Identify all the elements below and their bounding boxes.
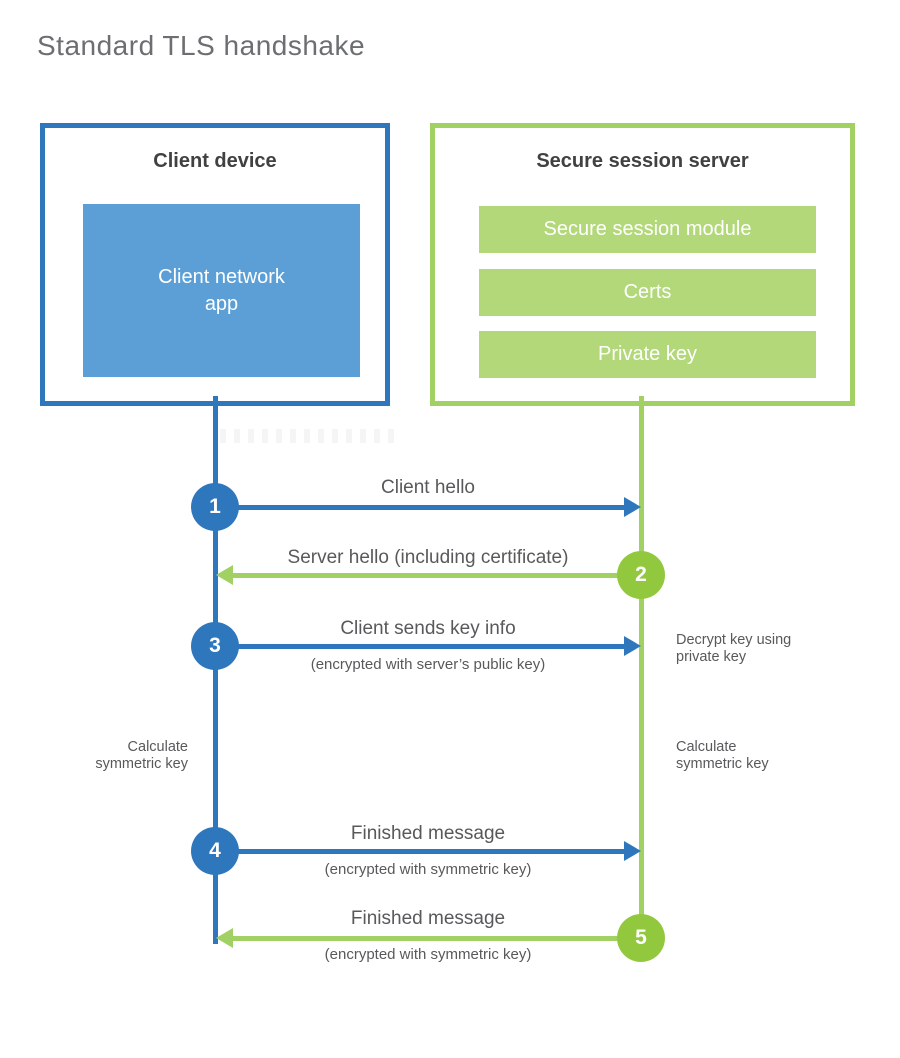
arrow-client-key-info bbox=[238, 644, 626, 649]
arrow-finished-client bbox=[238, 849, 626, 854]
label-finished-server: Finished message bbox=[350, 908, 506, 929]
step-circle-2: 2 bbox=[617, 551, 665, 599]
page-title: Standard TLS handshake bbox=[37, 30, 366, 61]
sublabel-finished-client: (encrypted with symmetric key) bbox=[324, 861, 532, 878]
arrow-server-hello bbox=[233, 573, 619, 578]
secure-session-server-box: Secure session server Secure session mod… bbox=[430, 123, 855, 406]
note-decrypt-key: Decrypt key using private key bbox=[676, 632, 792, 665]
secure-session-server-title: Secure session server bbox=[536, 150, 749, 172]
arrow-client-hello bbox=[238, 505, 626, 510]
note-calculate-symmetric-key-server: Calculate symmetric key bbox=[676, 739, 769, 772]
label-server-hello: Server hello (including certificate) bbox=[287, 547, 569, 568]
label-client-hello: Client hello bbox=[381, 477, 475, 498]
client-device-title: Client device bbox=[153, 150, 277, 172]
step-circle-3: 3 bbox=[191, 622, 239, 670]
client-lifeline bbox=[213, 396, 218, 944]
certs-bar: Certs bbox=[479, 269, 816, 316]
step-circle-5: 5 bbox=[617, 914, 665, 962]
arrow-finished-server bbox=[233, 936, 619, 941]
sublabel-finished-server: (encrypted with symmetric key) bbox=[324, 946, 532, 963]
arrow-head-right-icon bbox=[624, 841, 641, 861]
secure-session-module-bar: Secure session module bbox=[479, 206, 816, 253]
sublabel-client-key-info: (encrypted with server’s public key) bbox=[310, 656, 546, 673]
arrow-head-right-icon bbox=[624, 636, 641, 656]
note-calculate-symmetric-key-client: Calculate symmetric key bbox=[95, 739, 188, 772]
server-lifeline bbox=[639, 396, 644, 938]
label-client-key-info: Client sends key info bbox=[340, 618, 516, 639]
arrow-head-left-icon bbox=[216, 928, 233, 948]
client-device-box: Client device Client network app bbox=[40, 123, 390, 406]
label-finished-client: Finished message bbox=[350, 823, 506, 844]
arrow-head-right-icon bbox=[624, 497, 641, 517]
step-circle-4: 4 bbox=[191, 827, 239, 875]
faint-artifact bbox=[220, 429, 398, 443]
step-circle-1: 1 bbox=[191, 483, 239, 531]
client-network-app-box: Client network app bbox=[83, 204, 360, 377]
private-key-bar: Private key bbox=[479, 331, 816, 378]
arrow-head-left-icon bbox=[216, 565, 233, 585]
